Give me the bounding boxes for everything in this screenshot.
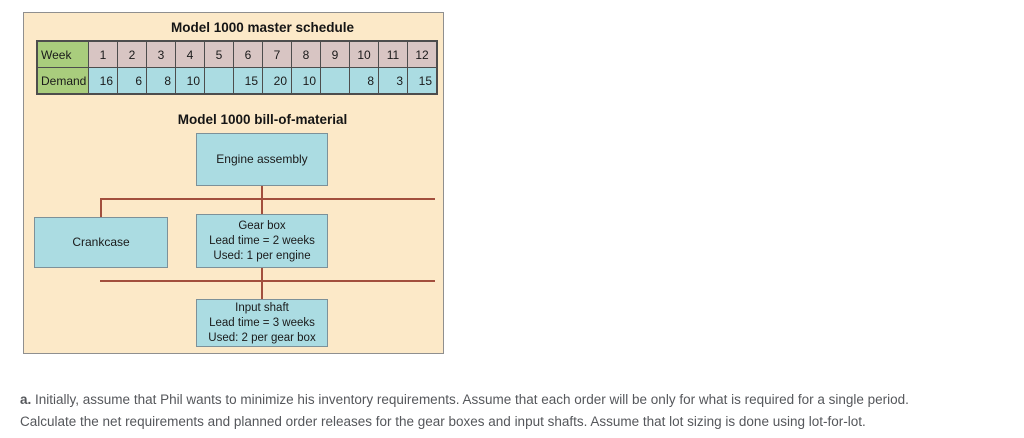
week-cell: 8 bbox=[292, 42, 320, 67]
question-line-2: Calculate the net requirements and plann… bbox=[20, 413, 866, 429]
bom-node-label: Gear box bbox=[238, 219, 286, 232]
demand-cell bbox=[321, 68, 349, 93]
bom-title: Model 1000 bill-of-material bbox=[177, 112, 348, 127]
week-cell: 12 bbox=[408, 42, 436, 67]
bom-node-label: Input shaft bbox=[235, 301, 289, 314]
bom-connector-gearbox-vertical bbox=[261, 266, 263, 300]
bom-connector-level2-horizontal bbox=[100, 280, 435, 282]
week-cell: 2 bbox=[118, 42, 146, 67]
demand-cell: 10 bbox=[292, 68, 320, 93]
bom-node-usage: Used: 1 per engine bbox=[213, 249, 311, 262]
bom-node-label: Crankcase bbox=[72, 235, 130, 249]
demand-cell: 10 bbox=[176, 68, 204, 93]
week-cell: 11 bbox=[379, 42, 407, 67]
demand-cell: 15 bbox=[234, 68, 262, 93]
demand-cell: 15 bbox=[408, 68, 436, 93]
bom-node-label: Engine assembly bbox=[216, 152, 308, 166]
figure-panel: Model 1000 master schedule Week 1 2 3 4 … bbox=[23, 12, 444, 354]
week-cell: 1 bbox=[89, 42, 117, 67]
bom-node-input-shaft: Input shaft Lead time = 3 weeks Used: 2 … bbox=[196, 299, 328, 347]
demand-row-header: Demand bbox=[38, 68, 88, 93]
bom-node-usage: Used: 2 per gear box bbox=[208, 331, 316, 344]
week-cell: 4 bbox=[176, 42, 204, 67]
demand-cell: 8 bbox=[147, 68, 175, 93]
bom-connector-engine-vertical bbox=[261, 184, 263, 216]
week-cell: 9 bbox=[321, 42, 349, 67]
master-schedule-title: Model 1000 master schedule bbox=[170, 20, 355, 35]
bom-connector-crankcase-drop bbox=[100, 198, 102, 218]
week-cell: 6 bbox=[234, 42, 262, 67]
bom-node-crankcase: Crankcase bbox=[34, 217, 168, 268]
question-part-label: a. bbox=[20, 392, 32, 407]
bom-node-engine-assembly: Engine assembly bbox=[196, 133, 328, 186]
bom-connector-level1-horizontal bbox=[100, 198, 435, 200]
demand-cell: 6 bbox=[118, 68, 146, 93]
question-text: a. Initially, assume that Phil wants to … bbox=[20, 389, 1022, 432]
demand-cell: 16 bbox=[89, 68, 117, 93]
week-cell: 5 bbox=[205, 42, 233, 67]
week-cell: 7 bbox=[263, 42, 291, 67]
demand-cell: 8 bbox=[350, 68, 378, 93]
bom-node-gear-box: Gear box Lead time = 2 weeks Used: 1 per… bbox=[196, 214, 328, 268]
question-line1-text: Initially, assume that Phil wants to min… bbox=[35, 392, 909, 407]
bom-node-lead-time: Lead time = 3 weeks bbox=[209, 316, 315, 329]
week-row-header: Week bbox=[38, 42, 88, 67]
master-schedule-table: Week 1 2 3 4 5 6 7 8 9 10 11 12 Demand 1… bbox=[36, 40, 438, 95]
demand-cell: 20 bbox=[263, 68, 291, 93]
bom-node-lead-time: Lead time = 2 weeks bbox=[209, 234, 315, 247]
week-cell: 10 bbox=[350, 42, 378, 67]
question-line-1: a. Initially, assume that Phil wants to … bbox=[20, 389, 1022, 411]
week-cell: 3 bbox=[147, 42, 175, 67]
demand-cell bbox=[205, 68, 233, 93]
demand-cell: 3 bbox=[379, 68, 407, 93]
